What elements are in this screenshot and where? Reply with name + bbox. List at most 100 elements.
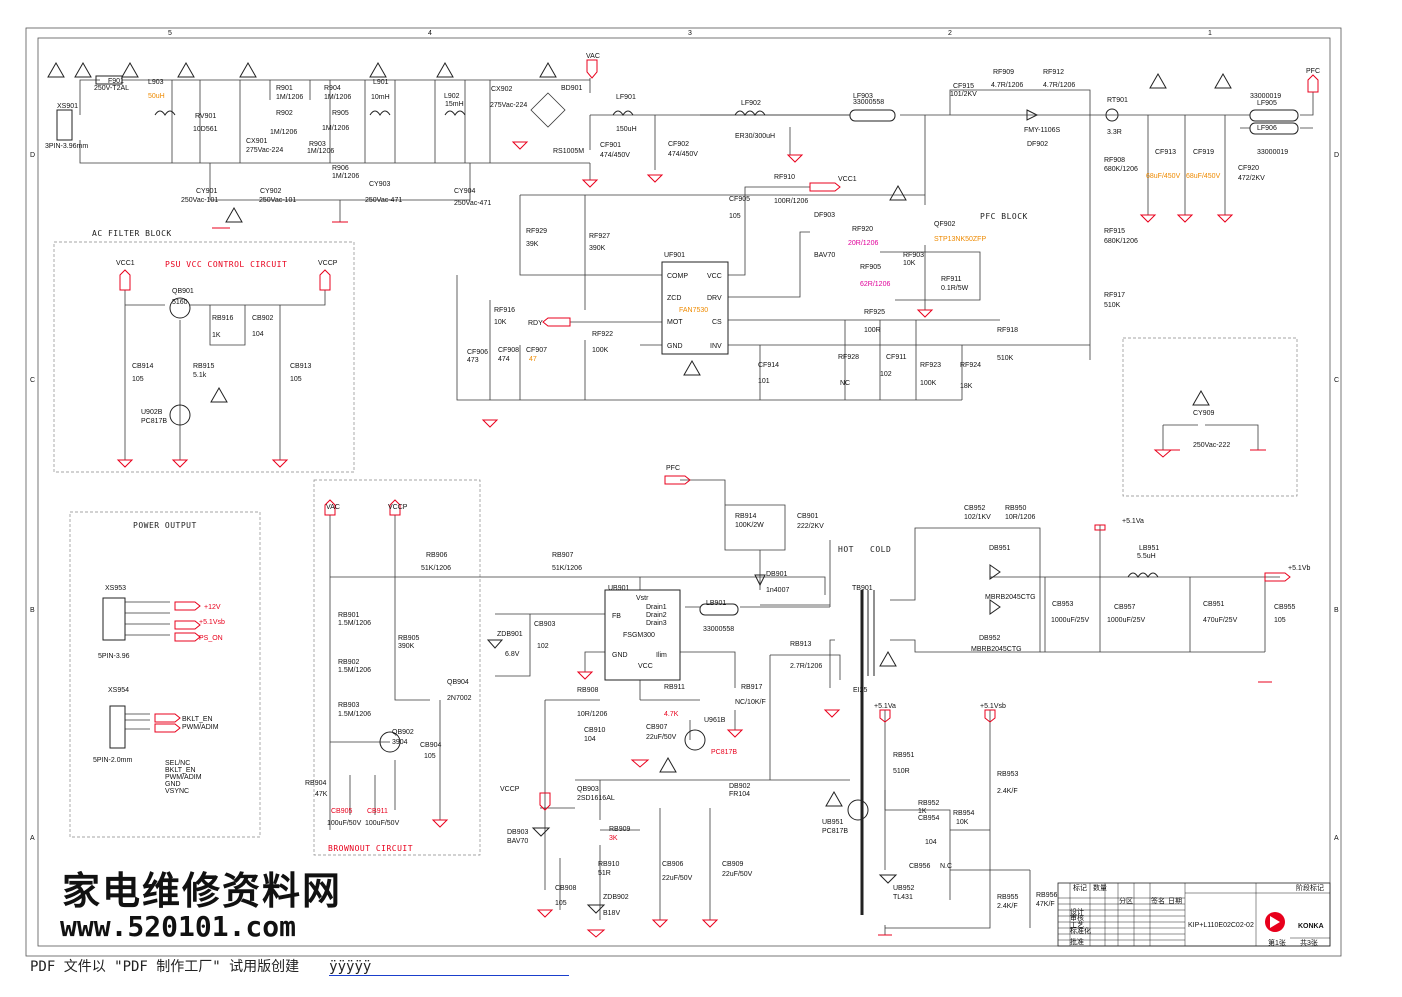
label-cb953v: 1000uF/25V	[1051, 617, 1089, 624]
label-l902: L902	[444, 93, 460, 100]
net-vac-brownout: VAC	[326, 504, 340, 511]
label-lf902v: ER30/300uH	[735, 133, 775, 140]
label-cf906: CF906	[467, 349, 488, 356]
label-lb901p: 33000558	[703, 626, 734, 633]
tb-h3: 分区	[1119, 896, 1133, 905]
label-rb954: RB954	[953, 810, 975, 817]
label-cf919v: 68uF/450V	[1186, 173, 1221, 180]
label-cb952v: 102/1KV	[964, 514, 991, 521]
label-rb906: RB906	[426, 552, 448, 559]
label-cf908v: 474	[498, 356, 510, 363]
label-rf920: RF920	[852, 226, 873, 233]
label-u902b: U902B	[141, 409, 163, 416]
label-rf925: RF925	[864, 309, 885, 316]
label-rf915: RF915	[1104, 228, 1125, 235]
label-rf905: RF905	[860, 264, 881, 271]
label-rf929v: 39K	[526, 241, 539, 248]
label-sel1: SEL/NC	[165, 760, 190, 767]
label-rf912: RF912	[1043, 69, 1064, 76]
label-u961b: U961B	[704, 717, 726, 724]
label-cf913: CF913	[1155, 149, 1176, 156]
tb-total: 共3张	[1300, 938, 1318, 947]
frame-row-d-right: D	[1334, 152, 1339, 159]
label-r904: R904	[324, 85, 341, 92]
label-rf916v: 10K	[494, 319, 507, 326]
label-cf919: CF919	[1193, 149, 1214, 156]
label-cf907: CF907	[526, 347, 547, 354]
label-qb903v: 2SD1616AL	[577, 795, 615, 802]
label-cb907: CB907	[646, 724, 668, 731]
label-f901v: 250V-T2AL	[94, 85, 129, 92]
title-block	[1057, 882, 1331, 947]
label-l903: L903	[148, 79, 164, 86]
component-symbols	[56, 75, 1299, 914]
label-cy901v: 250Vac-101	[181, 197, 218, 204]
label-rf929: RF929	[526, 228, 547, 235]
label-db951: DB951	[989, 545, 1011, 552]
label-rb905v: 390K	[398, 643, 415, 650]
label-rb955: RB955	[997, 894, 1019, 901]
label-cb910v: 104	[584, 736, 596, 743]
label-rb953v: 2.4K/F	[997, 788, 1018, 795]
frame-row-b: B	[30, 607, 35, 614]
label-zdb901v: 6.8V	[505, 651, 520, 658]
label-ub951v: PC817B	[822, 828, 848, 835]
label-cf914v: 101	[758, 378, 770, 385]
label-xs954v: 5PIN-2.0mm	[93, 757, 132, 764]
label-lf906p: 33000019	[1257, 149, 1288, 156]
label-cx902: CX902	[491, 86, 513, 93]
label-r902: R902	[276, 110, 293, 117]
tb-part-no: KIP+L110E02C02-02	[1188, 922, 1254, 929]
footer-link[interactable]: ÿÿÿÿÿ	[329, 959, 570, 976]
label-cf915v: 101/2KV	[950, 91, 977, 98]
schematic-text: AC FILTER BLOCK PSU VCC CONTROL CIRCUIT …	[92, 53, 1324, 947]
net-5v1va-fb: +5.1Va	[874, 703, 896, 710]
label-rb901: RB901	[338, 612, 360, 619]
label-cf905v: 105	[729, 213, 741, 220]
label-rb914v: 100K/2W	[735, 522, 764, 529]
label-cf908: CF908	[498, 347, 519, 354]
label-mot: MOT	[667, 319, 683, 326]
label-cb911v: 100uF/50V	[365, 820, 400, 827]
label-u961bv: PC817B	[711, 749, 737, 756]
label-rf925v: 100R	[864, 327, 881, 334]
label-cy904: CY904	[454, 188, 476, 195]
frame-row-b-right: B	[1334, 607, 1339, 614]
label-rf927: RF927	[589, 233, 610, 240]
label-cf902v: 474/450V	[668, 151, 698, 158]
psu-vcc-block-title: PSU VCC CONTROL CIRCUIT	[165, 260, 287, 269]
label-cb955: CB955	[1274, 604, 1296, 611]
label-rb907: RB907	[552, 552, 574, 559]
label-rf903v: 10K	[903, 260, 916, 267]
label-cb902v: 104	[252, 331, 264, 338]
label-bd901v: RS1005M	[553, 148, 584, 155]
label-rf911v: 0.1R/5W	[941, 285, 969, 292]
label-rb913: RB913	[790, 641, 812, 648]
tb-r4: 标准化	[1070, 926, 1091, 935]
label-sel5: VSYNC	[165, 788, 189, 795]
net-ps-on: PS_ON	[199, 635, 223, 642]
label-cb957: CB957	[1114, 604, 1136, 611]
label-cf901v: 474/450V	[600, 152, 630, 159]
label-fb: FB	[612, 613, 621, 620]
tb-h6: 日期	[1168, 897, 1182, 905]
net-vac-top: VAC	[586, 53, 600, 60]
label-rb916: RB916	[212, 315, 234, 322]
net-pfc-mid: PFC	[666, 465, 680, 472]
label-cb901v: 222/2KV	[797, 523, 824, 530]
label-rb956v: 47K/F	[1036, 901, 1055, 908]
label-sel4: GND	[165, 781, 181, 788]
label-cb901: CB901	[797, 513, 819, 520]
label-df903v: BAV70	[814, 252, 835, 259]
label-rb913v: 2.7R/1206	[790, 663, 822, 670]
label-rf924: RF924	[960, 362, 981, 369]
label-f901: F901	[108, 78, 124, 85]
net-5v1va-top: +5.1Va	[1122, 518, 1144, 525]
label-ub901v: FSGM300	[623, 632, 655, 639]
label-rf915v: 680K/1206	[1104, 238, 1138, 245]
hot-side-label: HOT	[838, 545, 854, 554]
tb-sheet: 第1张	[1268, 938, 1286, 947]
label-zdb902: ZDB902	[603, 894, 629, 901]
label-qb903: QB903	[577, 786, 599, 793]
